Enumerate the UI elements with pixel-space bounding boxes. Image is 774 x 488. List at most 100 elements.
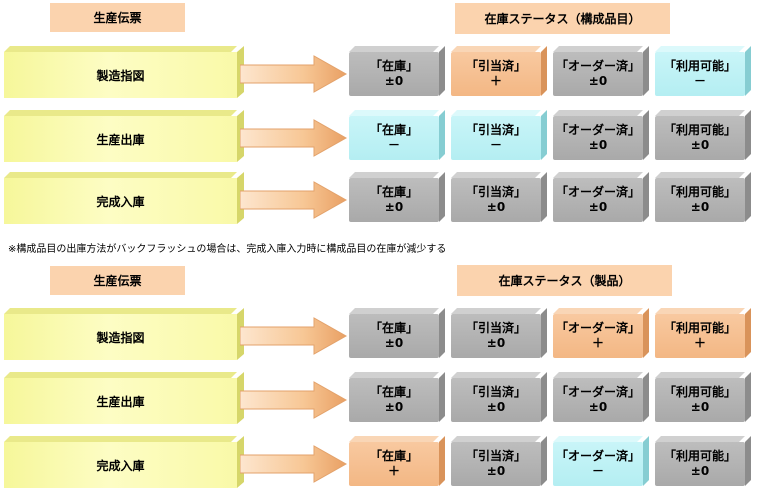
status-name: 「在庫」 — [369, 385, 418, 399]
status-name: 「オーダー済」 — [555, 385, 640, 399]
status-value: ±0 — [690, 138, 710, 152]
status-box: 「引当済」－ — [451, 110, 547, 160]
status-value: － — [489, 138, 502, 152]
status-name: 「在庫」 — [369, 59, 418, 73]
status-box-face: 「在庫」±0 — [349, 52, 439, 96]
status-box: 「オーダー済」－ — [553, 436, 649, 486]
status-box-face: 「引当済」±0 — [451, 442, 541, 486]
status-box: 「利用可能」±0 — [655, 172, 751, 222]
status-box-face: 「利用可能」±0 — [655, 178, 745, 222]
status-name: 「在庫」 — [369, 185, 418, 199]
status-box: 「在庫」±0 — [349, 172, 445, 222]
left-header-components: 生産伝票 — [50, 3, 185, 32]
status-name: 「オーダー済」 — [555, 185, 640, 199]
status-box: 「在庫」±0 — [349, 46, 445, 96]
status-value: ±0 — [384, 400, 404, 414]
status-box: 「在庫」±0 — [349, 372, 445, 422]
status-box: 「引当済」＋ — [451, 46, 547, 96]
status-value: ±0 — [486, 464, 506, 478]
status-name: 「利用可能」 — [663, 123, 736, 137]
status-value: ±0 — [384, 74, 404, 88]
status-box-face: 「引当済」＋ — [451, 52, 541, 96]
arrow-icon — [239, 54, 348, 94]
row-label: 製造指図 — [4, 314, 237, 360]
status-value: ±0 — [384, 200, 404, 214]
status-value: ±0 — [588, 74, 608, 88]
status-box-face: 「利用可能」＋ — [655, 314, 745, 358]
row-label-block: 生産出庫 — [4, 372, 244, 424]
row-label: 完成入庫 — [4, 442, 237, 488]
status-name: 「オーダー済」 — [555, 123, 640, 137]
status-value: ＋ — [693, 336, 706, 350]
arrow-icon — [239, 316, 348, 356]
status-value: ±0 — [588, 200, 608, 214]
status-box-face: 「オーダー済」±0 — [553, 52, 643, 96]
status-value: ＋ — [387, 464, 400, 478]
status-box-face: 「在庫」±0 — [349, 178, 439, 222]
status-value: ±0 — [486, 200, 506, 214]
status-box-face: 「引当済」－ — [451, 116, 541, 160]
row-label-block: 完成入庫 — [4, 436, 244, 488]
status-box: 「オーダー済」±0 — [553, 172, 649, 222]
status-name: 「利用可能」 — [663, 185, 736, 199]
status-value: ±0 — [690, 464, 710, 478]
status-box-face: 「利用可能」±0 — [655, 378, 745, 422]
status-name: 「引当済」 — [465, 185, 526, 199]
status-box: 「引当済」±0 — [451, 308, 547, 358]
status-name: 「オーダー済」 — [555, 321, 640, 335]
status-box-face: 「オーダー済」－ — [553, 442, 643, 486]
status-name: 「オーダー済」 — [555, 59, 640, 73]
status-value: ＋ — [489, 74, 502, 88]
status-value: ±0 — [690, 200, 710, 214]
row-label: 生産出庫 — [4, 378, 237, 424]
status-box-face: 「オーダー済」＋ — [553, 314, 643, 358]
arrow-icon — [239, 180, 348, 220]
status-value: ±0 — [486, 336, 506, 350]
status-box: 「オーダー済」±0 — [553, 110, 649, 160]
status-name: 「オーダー済」 — [555, 449, 640, 463]
right-header-product: 在庫ステータス（製品） — [457, 265, 672, 296]
status-box: 「利用可能」±0 — [655, 436, 751, 486]
left-header-product: 生産伝票 — [50, 266, 185, 295]
status-box-face: 「引当済」±0 — [451, 178, 541, 222]
status-box: 「利用可能」＋ — [655, 308, 751, 358]
row-label-block: 完成入庫 — [4, 172, 244, 224]
row-label-block: 製造指図 — [4, 308, 244, 360]
status-box: 「利用可能」±0 — [655, 372, 751, 422]
status-box: 「オーダー済」±0 — [553, 372, 649, 422]
row-label: 生産出庫 — [4, 116, 237, 162]
status-box-face: 「在庫」＋ — [349, 442, 439, 486]
status-value: ±0 — [588, 138, 608, 152]
status-box: 「引当済」±0 — [451, 172, 547, 222]
status-box-face: 「引当済」±0 — [451, 314, 541, 358]
status-value: － — [387, 138, 400, 152]
arrow-icon — [239, 118, 348, 158]
status-name: 「引当済」 — [465, 385, 526, 399]
arrow-icon — [239, 444, 348, 484]
row-label: 完成入庫 — [4, 178, 237, 224]
status-value: ±0 — [384, 336, 404, 350]
right-header-components: 在庫ステータス（構成品目） — [455, 3, 670, 34]
status-value: ＋ — [591, 336, 604, 350]
status-box: 「在庫」±0 — [349, 308, 445, 358]
status-name: 「引当済」 — [465, 59, 526, 73]
status-value: ±0 — [690, 400, 710, 414]
status-name: 「利用可能」 — [663, 59, 736, 73]
footnote: ※構成品目の出庫方法がバックフラッシュの場合は、完成入庫入力時に構成品目の在庫が… — [8, 244, 447, 255]
row-label: 製造指図 — [4, 52, 237, 98]
status-box: 「オーダー済」＋ — [553, 308, 649, 358]
status-value: － — [591, 464, 604, 478]
status-name: 「引当済」 — [465, 123, 526, 137]
status-value: ±0 — [486, 400, 506, 414]
status-name: 「在庫」 — [369, 123, 418, 137]
status-value: － — [693, 74, 706, 88]
status-box: 「引当済」±0 — [451, 372, 547, 422]
status-box-face: 「引当済」±0 — [451, 378, 541, 422]
status-box: 「オーダー済」±0 — [553, 46, 649, 96]
status-box-face: 「オーダー済」±0 — [553, 116, 643, 160]
status-name: 「引当済」 — [465, 321, 526, 335]
status-name: 「利用可能」 — [663, 321, 736, 335]
status-box: 「利用可能」－ — [655, 46, 751, 96]
status-name: 「利用可能」 — [663, 449, 736, 463]
status-name: 「利用可能」 — [663, 385, 736, 399]
